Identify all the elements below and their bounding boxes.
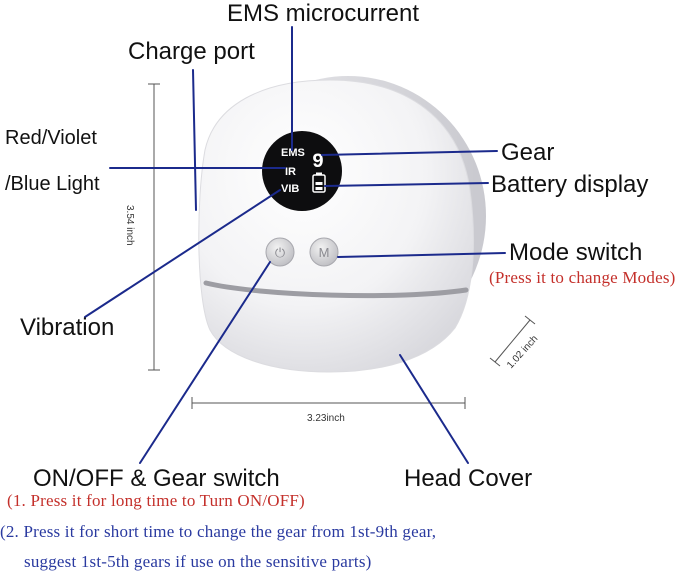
label-ems-microcurrent: EMS microcurrent: [227, 0, 420, 27]
callout-line-on-off: [139, 261, 271, 464]
label-battery-display: Battery display: [491, 171, 649, 198]
width-dimension-line: [191, 397, 466, 409]
device-body: [198, 79, 474, 373]
screen-ems-label: EMS: [281, 147, 305, 159]
label-charge-port: Charge port: [128, 38, 255, 65]
battery-icon: [312, 172, 326, 193]
screen-ir-label: IR: [285, 166, 296, 178]
depth-dimension-line: [489, 315, 536, 367]
mode-icon: M: [319, 245, 330, 260]
note-on-off-1: (1. Press it for long time to Turn ON/OF…: [7, 491, 305, 510]
body-groove: [203, 280, 469, 299]
label-on-off-gear-switch: ON/OFF & Gear switch: [33, 465, 280, 492]
mode-button: M: [309, 237, 339, 267]
callout-line-head-cover: [399, 354, 469, 464]
label-gear: Gear: [501, 139, 555, 166]
label-vibration: Vibration: [20, 314, 115, 341]
callout-line-battery: [324, 182, 489, 187]
dimension-width-label: 3.23inch: [307, 413, 345, 424]
power-button: ⏻: [265, 237, 295, 267]
label-mode-switch: Mode switch: [509, 239, 643, 266]
note-on-off-2: (2. Press it for short time to change th…: [0, 522, 437, 541]
power-icon: ⏻: [275, 246, 285, 261]
callout-line-gear: [321, 150, 498, 156]
display-screen: [262, 131, 342, 211]
note-on-off-3: suggest 1st-5th gears if use on the sens…: [24, 552, 372, 571]
note-mode-switch: (Press it to change Modes): [489, 268, 676, 287]
callout-line-charge-port: [192, 69, 197, 211]
label-red-violet-line2: /Blue Light: [5, 173, 100, 195]
height-dimension-line: [148, 83, 160, 371]
dimension-height-label: 3.54 inch: [124, 205, 135, 246]
screen-vib-label: VIB: [281, 183, 299, 195]
dimension-depth-label: 1.02 inch: [505, 333, 540, 371]
label-head-cover: Head Cover: [404, 465, 533, 492]
callout-line-vibration: [84, 189, 281, 318]
label-red-violet-line1: Red/Violet: [5, 127, 97, 149]
screen-gear-digit: 9: [312, 151, 324, 174]
callout-line-mode-switch: [337, 252, 506, 258]
